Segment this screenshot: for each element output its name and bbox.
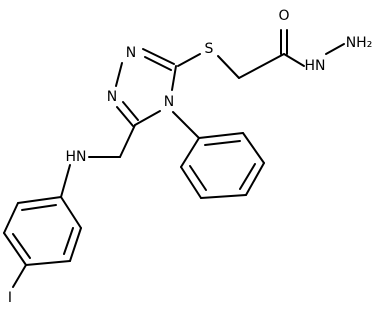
atom-ring-n2: N (126, 45, 136, 61)
atom-ring-n1: N (107, 89, 117, 105)
iodophenyl-bond-5-inner (63, 227, 74, 255)
bond-n4-c3 (171, 65, 177, 91)
bond-ch2-carbonyl (238, 53, 285, 79)
iodophenyl-bond-1 (17, 196, 62, 204)
bond-c3-s (177, 53, 201, 67)
bond-nh-nh2 (325, 43, 345, 55)
phenyl-bond-6 (180, 137, 200, 168)
atom-oxygen: O (278, 8, 289, 24)
atom-ring-n4: N (164, 94, 174, 110)
phenyl-bond-3 (245, 162, 265, 196)
bond-n1-c5-b (122, 101, 139, 121)
phenyl-bond-1 (198, 132, 244, 139)
bond-c-nh (283, 53, 305, 67)
iodophenyl-bond-5 (69, 227, 82, 262)
phenyl-bond-3-inner (239, 163, 256, 190)
phenyl-bond-5-inner (189, 165, 207, 191)
iodophenyl-bond-3-inner (12, 233, 31, 259)
iodophenyl-bond-3 (3, 232, 27, 266)
iodophenyl-bond-6 (60, 196, 82, 229)
iodophenyl-bond-1-inner (21, 204, 57, 211)
phenyl-bond-2 (242, 132, 265, 164)
bond-c-iodine (12, 264, 27, 288)
atom-hydrazide-nh2: NH₂ (346, 35, 372, 51)
bond-c3-n2-a (142, 48, 175, 65)
bond-nh-aryl (60, 164, 71, 198)
bond-n1-c5-a (116, 106, 134, 127)
iodophenyl-bond-2 (3, 202, 19, 234)
atom-sulfur: S (205, 41, 214, 57)
bond-c5-ch2 (119, 124, 136, 158)
bond-n4-phenyl (172, 111, 200, 139)
bond-c3-n2-b (144, 56, 172, 71)
atom-hydrazide-nh: HN (305, 58, 326, 74)
atom-amine-nh: HN (66, 149, 87, 165)
bond-n2-n1 (115, 62, 123, 87)
iodophenyl-bond-4 (25, 260, 71, 266)
phenyl-bond-1-inner (204, 140, 241, 146)
atom-iodine: I (8, 290, 12, 306)
phenyl-bond-5 (180, 166, 202, 199)
phenyl-bond-4 (200, 194, 247, 199)
bond-c5-n4 (134, 110, 161, 126)
bond-s-ch2 (217, 55, 240, 79)
